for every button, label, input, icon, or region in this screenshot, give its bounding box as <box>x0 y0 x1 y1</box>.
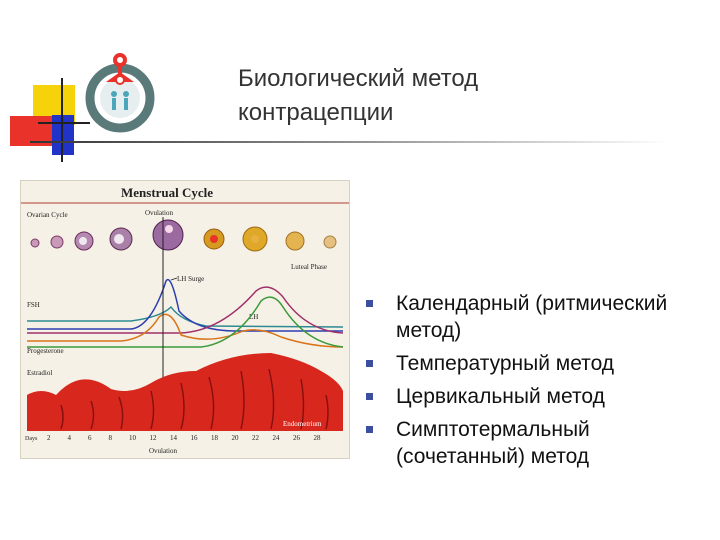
label-ovulation-top: Ovulation <box>145 209 173 217</box>
list-item: Календарный (ритмический метод) <box>366 290 696 344</box>
label-ovulation-bottom: Ovulation <box>149 447 177 455</box>
day-tick-label: 22 <box>252 434 260 442</box>
list-item-text: Симптотермальный (сочетанный) метод <box>396 418 590 468</box>
day-tick-label: 28 <box>314 434 322 442</box>
list-item-text: Цервикальный метод <box>396 385 605 408</box>
day-tick-label: 20 <box>232 434 240 442</box>
label-luteal-phase: Luteal Phase <box>291 263 327 271</box>
day-tick-label: 2 <box>47 434 51 442</box>
label-ovarian-cycle: Ovarian Cycle <box>27 211 68 219</box>
day-tick-label: 12 <box>150 434 158 442</box>
bullet-square-icon <box>366 426 373 433</box>
endometrium-layer <box>27 353 343 431</box>
label-endometrium: Endometrium <box>283 420 322 428</box>
estradiol-curve <box>27 313 344 348</box>
day-tick-label: 8 <box>109 434 113 442</box>
accent-vertical-line <box>61 78 63 162</box>
bullet-square-icon <box>366 360 373 367</box>
endometrium-glands <box>60 368 329 430</box>
method-list: Календарный (ритмический метод) Температ… <box>366 290 696 476</box>
day-tick-label: 16 <box>191 434 199 442</box>
title-divider <box>30 141 670 143</box>
logo-icon <box>82 50 158 134</box>
menstrual-cycle-diagram: Menstrual Cycle Ovarian Cycle Ovulation … <box>21 185 349 455</box>
label-fsh: FSH <box>27 301 40 309</box>
menstrual-cycle-figure: Menstrual Cycle Ovarian Cycle Ovulation … <box>20 180 350 459</box>
figure-title: Menstrual Cycle <box>121 185 213 200</box>
bullet-square-icon <box>366 300 373 307</box>
day-tick-label: 6 <box>88 434 92 442</box>
title-line-1: Биологический метод <box>238 65 479 92</box>
day-tick-label: 24 <box>273 434 281 442</box>
day-tick-label: 18 <box>211 434 219 442</box>
label-progesterone: Progesterone <box>27 347 64 355</box>
progesterone-curve <box>27 296 344 348</box>
lh-surge-pointer <box>170 277 178 281</box>
list-item: Температурный метод <box>366 350 696 377</box>
title-line-2: контрацепции <box>238 99 394 126</box>
day-tick-label: 26 <box>293 434 301 442</box>
day-tick-label: 4 <box>68 434 72 442</box>
temperature-curve <box>27 286 344 334</box>
ovarian-follicles <box>30 219 337 252</box>
bullet-square-icon <box>366 393 373 400</box>
list-item: Цервикальный метод <box>366 383 696 410</box>
day-axis-band <box>21 431 349 443</box>
accent-blue-square <box>52 115 74 155</box>
list-item: Симптотермальный (сочетанный) метод <box>366 416 696 470</box>
list-item-text: Температурный метод <box>396 352 615 375</box>
day-tick-label: 14 <box>170 434 178 442</box>
label-lh-surge: LH Surge <box>177 275 204 283</box>
label-estradiol: Estradiol <box>27 369 52 377</box>
list-item-text: Календарный (ритмический метод) <box>396 292 668 342</box>
accent-horizontal-line <box>38 122 90 124</box>
label-lh: LH <box>249 313 258 321</box>
page-title: Биологический метод контрацепции <box>238 62 678 130</box>
label-days: Days <box>25 436 38 442</box>
day-tick-label: 10 <box>129 434 137 442</box>
